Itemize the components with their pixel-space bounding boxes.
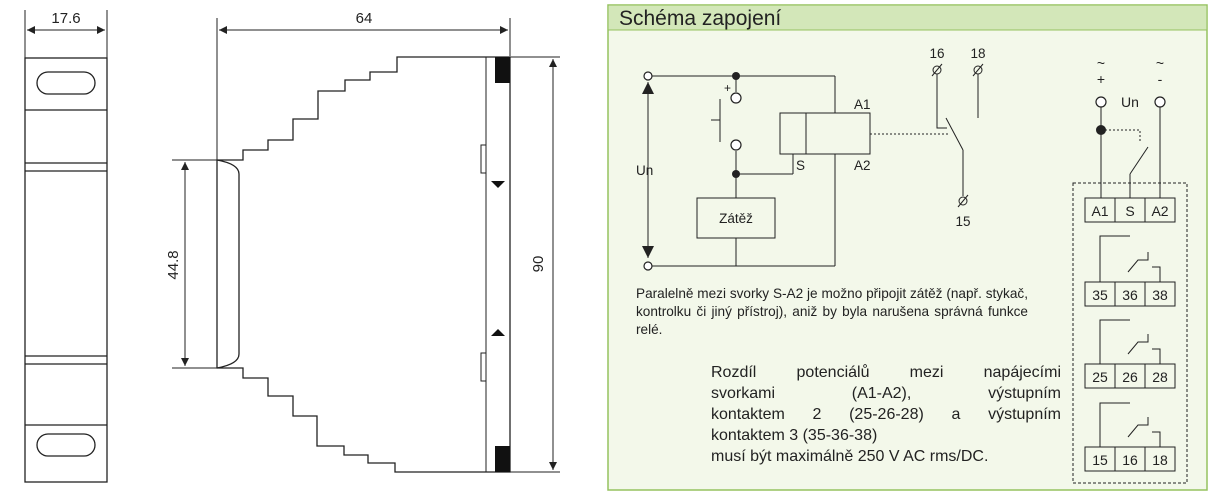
side-rail-slot-top [480, 144, 487, 174]
terminal-row-box [1084, 363, 1176, 389]
schematic-diagram: Un + Zátěž A1 A2 S 16 18 15 [636, 46, 986, 271]
contact-15-label: 15 [955, 214, 970, 229]
device-outline [1072, 182, 1188, 484]
terminal-15: 15 [1092, 452, 1108, 468]
terminal-26: 26 [1122, 369, 1138, 385]
contact-nc-wire [1152, 348, 1161, 364]
panel-title: Schéma zapojení [619, 7, 781, 30]
side-front-lip [216, 159, 240, 369]
contact-common-wire [1099, 235, 1130, 282]
panel-frame [607, 4, 1208, 491]
potential-note-line-4: kontaktem 3 (35-36-38) [711, 427, 878, 444]
terminal-s: S [1125, 203, 1134, 219]
ac-symbol-left: ~ [1097, 55, 1105, 71]
terminal-35: 35 [1092, 287, 1108, 303]
front-slot-bottom [36, 433, 96, 457]
side-rail-notch-bottom [491, 329, 505, 336]
potential-note-line-3: kontaktem 2 (25-26-28) a výstupním [711, 406, 1061, 423]
supply-terminal-bottom [643, 261, 653, 271]
contact-common-wire [1099, 319, 1130, 364]
side-bottom-clip [495, 446, 510, 472]
wiring-panel: Schéma zapojení [607, 4, 1208, 491]
contact-blade [1127, 334, 1149, 355]
potential-note-line-5: musí být maximálně 250 V AC rms/DC. [711, 448, 989, 465]
contact-18-slash [972, 63, 984, 77]
front-slot-top [36, 71, 96, 95]
terminal-18: 18 [1152, 452, 1168, 468]
side-rail-slot-bottom [480, 352, 487, 382]
panel-header [608, 5, 1207, 30]
junction-top [732, 72, 740, 80]
load-label: Zátěž [719, 211, 753, 226]
a1-label: A1 [854, 97, 871, 112]
contact-15-terminal [958, 196, 968, 206]
button-contact-bottom [730, 139, 742, 151]
terminal-a2: A2 [1151, 203, 1168, 219]
terminal-row-supply: A1 S A2 [1084, 197, 1176, 223]
s-push-contact [1129, 146, 1149, 175]
changeover-blade [945, 117, 964, 151]
side-view: 64 90 44.8 [165, 10, 560, 473]
s-label: S [796, 158, 805, 173]
front-height-dimension-label: 44.8 [165, 250, 182, 279]
terminal-36: 36 [1122, 287, 1138, 303]
button-contact-top [730, 92, 742, 104]
potential-difference-note: Rozdíl potenciálů mezi napájecími svorka… [711, 362, 1061, 467]
front-body [24, 57, 108, 483]
plus-terminal-label: + [1097, 71, 1105, 87]
contact-nc-wire [1152, 431, 1161, 447]
terminal-25: 25 [1092, 369, 1108, 385]
contact-blade [1127, 417, 1149, 438]
terminal-rows: A1 S A2 35 36 38 [1084, 197, 1176, 472]
contact-blade [1127, 252, 1149, 273]
potential-note-line-1: Rozdíl potenciálů mezi napájecími [711, 364, 1061, 381]
contact-16-label: 16 [929, 46, 944, 61]
height-dimension-label: 90 [530, 256, 547, 273]
terminal-diagram: ~ ~ + - Un A1 S A2 [1072, 55, 1188, 484]
contact-16-wire [936, 74, 947, 129]
minus-terminal-label: - [1158, 71, 1163, 87]
terminal-16: 16 [1122, 452, 1138, 468]
parallel-load-note: Paralelně mezi svorky S-A2 je možno přip… [636, 286, 1028, 337]
contact-16-slash [931, 63, 943, 77]
terminal-row-box [1084, 281, 1176, 307]
a2-label: A2 [854, 158, 871, 173]
side-profile [216, 56, 511, 473]
terminal-38: 38 [1152, 287, 1168, 303]
contact-15-slash [957, 194, 969, 208]
supply-terminal-plus [1095, 96, 1107, 108]
junction-s [732, 170, 740, 178]
width-dimension-label: 17.6 [51, 10, 80, 27]
contact-nc-wire [1152, 266, 1161, 282]
potential-note-line-2: svorkami (A1-A2), výstupním [711, 385, 1061, 402]
un-label: Un [636, 163, 653, 178]
side-top-clip [495, 57, 510, 83]
terminal-row-box [1084, 446, 1176, 472]
front-view: 17.6 [24, 10, 108, 483]
terminal-row-contact-3: 35 36 38 [1084, 235, 1176, 307]
terminal-28: 28 [1152, 369, 1168, 385]
contact-common-wire [1099, 402, 1130, 447]
s-dashed-wire [1101, 129, 1141, 143]
load-box [696, 197, 776, 239]
ac-symbol-right: ~ [1156, 55, 1164, 71]
contact-18-label: 18 [970, 46, 985, 61]
side-rail-notch-top [491, 181, 505, 188]
terminal-row-contact-2: 25 26 28 [1084, 319, 1176, 389]
depth-dimension-label: 64 [356, 10, 373, 27]
terminal-un-label: Un [1121, 94, 1139, 110]
plus-label: + [724, 81, 731, 95]
supply-terminal-top [643, 71, 653, 81]
supply-terminal-minus [1154, 96, 1166, 108]
terminal-a1: A1 [1091, 203, 1108, 219]
terminal-row-contact-1: 15 16 18 [1084, 402, 1176, 472]
terminal-row-box [1084, 197, 1176, 223]
